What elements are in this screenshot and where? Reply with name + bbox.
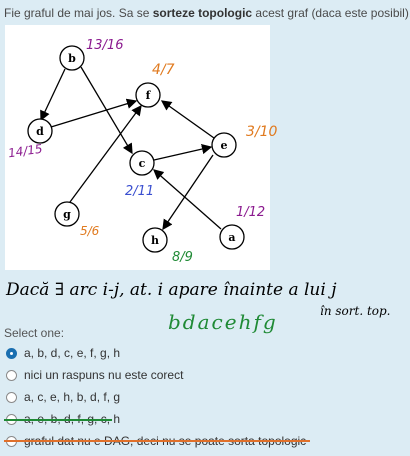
node-h xyxy=(142,227,168,253)
option-2[interactable]: nici un raspuns nu este corect xyxy=(4,364,404,386)
node-label-e: e xyxy=(221,139,228,152)
node-label-f: f xyxy=(146,89,152,102)
annotation-b: 13/16 xyxy=(86,38,124,53)
node-d xyxy=(27,118,53,144)
option-label: a, b, d, c, e, f, g, h xyxy=(24,346,121,360)
node-a xyxy=(219,224,245,250)
node-label-a: a xyxy=(228,231,235,244)
question-prefix: Fie graful de mai jos. Sa se xyxy=(4,6,153,20)
question-text: Fie graful de mai jos. Sa se sorteze top… xyxy=(4,5,410,21)
handwritten-answer: bdacehfg xyxy=(168,310,278,334)
option-label: a, c, e, h, b, d, f, g xyxy=(24,390,121,404)
strikethrough-mark xyxy=(4,419,112,421)
annotation-h: 8/9 xyxy=(172,250,193,265)
option-5[interactable]: graful dat nu e DAG, deci nu se poate so… xyxy=(4,430,404,452)
annotation-a: 1/12 xyxy=(236,205,266,220)
option-3[interactable]: a, c, e, h, b, d, f, g xyxy=(4,386,404,408)
node-label-c: c xyxy=(139,157,146,170)
question-suffix: acest graf (daca este posibil). xyxy=(252,6,410,20)
radio-button[interactable] xyxy=(6,369,17,381)
node-b xyxy=(59,45,85,71)
node-g xyxy=(54,201,80,227)
node-e xyxy=(211,132,237,158)
graph-image: b f d e c g h a xyxy=(5,25,270,270)
answer-options: a, b, d, c, e, f, g, h nici un raspuns n… xyxy=(4,342,404,452)
option-4[interactable]: a, e, b, d, f, g, c, h xyxy=(4,408,404,430)
handwritten-rule: Dacă ∃ arc i-j, at. i apare înainte a lu… xyxy=(6,280,337,300)
radio-button-checked[interactable] xyxy=(6,347,17,359)
option-label: nici un raspuns nu este corect xyxy=(24,368,184,382)
node-label-d: d xyxy=(36,125,44,138)
node-c xyxy=(129,150,155,176)
node-label-b: b xyxy=(68,52,76,65)
annotation-f: 4/7 xyxy=(152,62,175,78)
question-emphasis: sorteze topologic xyxy=(152,6,253,20)
strikethrough-mark xyxy=(4,440,310,442)
handwritten-rule-suffix: în sort. top. xyxy=(320,304,391,318)
option-1[interactable]: a, b, d, c, e, f, g, h xyxy=(4,342,404,364)
node-f xyxy=(135,82,161,108)
annotation-g: 5/6 xyxy=(80,224,100,238)
select-one-label: Select one: xyxy=(4,326,65,340)
annotation-c: 2/11 xyxy=(125,184,155,199)
node-label-h: h xyxy=(151,234,159,247)
radio-button[interactable] xyxy=(6,391,17,403)
node-label-g: g xyxy=(63,208,71,221)
annotation-e: 3/10 xyxy=(246,124,278,140)
